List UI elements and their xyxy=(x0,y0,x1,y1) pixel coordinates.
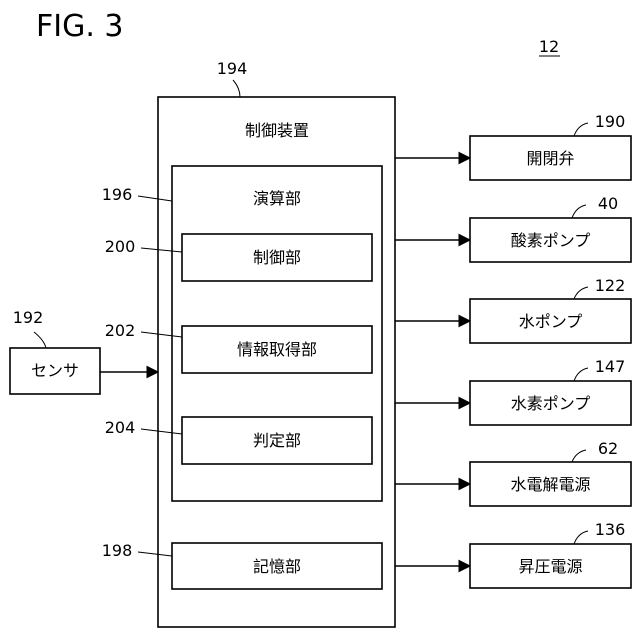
control-device-label: 制御装置 xyxy=(245,121,309,140)
control-unit-block: 制御部 xyxy=(182,234,372,281)
output-147-label: 水素ポンプ xyxy=(511,394,591,413)
output-40-ref-leader xyxy=(572,205,586,218)
judgment-unit-block: 判定部 xyxy=(182,417,372,464)
control-device-ref-leader xyxy=(233,80,240,97)
arithmetic-unit-label: 演算部 xyxy=(253,189,301,208)
output-190-label: 開閉弁 xyxy=(526,149,574,168)
storage-unit-ref: 198 xyxy=(102,541,133,560)
output-136-label: 昇圧電源 xyxy=(518,557,582,576)
output-136-ref-leader xyxy=(574,531,588,544)
output-40-ref: 40 xyxy=(598,194,618,213)
storage-unit-label: 記憶部 xyxy=(253,557,301,576)
sensor-label: センサ xyxy=(31,361,79,380)
arithmetic-unit-ref: 196 xyxy=(102,185,133,204)
output-122-label: 水ポンプ xyxy=(519,312,583,331)
output-190-ref: 190 xyxy=(595,112,626,131)
sensor-ref-leader xyxy=(34,332,46,348)
output-147-ref-leader xyxy=(574,368,588,381)
storage-unit-block: 記憶部 xyxy=(172,543,382,589)
output-136-ref: 136 xyxy=(595,520,626,539)
figure-ref: 12 xyxy=(539,37,559,56)
output-190-ref-leader xyxy=(574,123,588,136)
output-blocks: 開閉弁 190 酸素ポンプ 40 水ポンプ 122 水素ポンプ147 水電解電源 62 昇圧電源 1… xyxy=(395,112,631,588)
output-62-ref-leader xyxy=(572,450,586,462)
judgment-unit-ref: 204 xyxy=(105,418,136,437)
output-122-ref: 122 xyxy=(595,276,626,295)
output-62-label: 水電解電源 xyxy=(510,475,590,494)
output-62-ref: 62 xyxy=(598,439,618,458)
sensor-ref: 192 xyxy=(13,308,44,327)
sensor-block: センサ xyxy=(10,348,100,394)
info-acquisition-unit-block: 情報取得部 xyxy=(182,326,372,373)
control-unit-ref: 200 xyxy=(105,237,136,256)
control-device-ref: 194 xyxy=(217,59,248,78)
judgment-unit-label: 判定部 xyxy=(253,431,301,450)
output-122-ref-leader xyxy=(574,287,588,299)
info-acquisition-unit-ref: 202 xyxy=(105,321,136,340)
output-40-label: 酸素ポンプ xyxy=(511,231,591,250)
output-147-ref: 147 xyxy=(595,357,626,376)
control-unit-label: 制御部 xyxy=(253,248,301,267)
figure-title: FIG. 3 xyxy=(36,9,124,44)
info-acquisition-unit-label: 情報取得部 xyxy=(237,340,317,359)
